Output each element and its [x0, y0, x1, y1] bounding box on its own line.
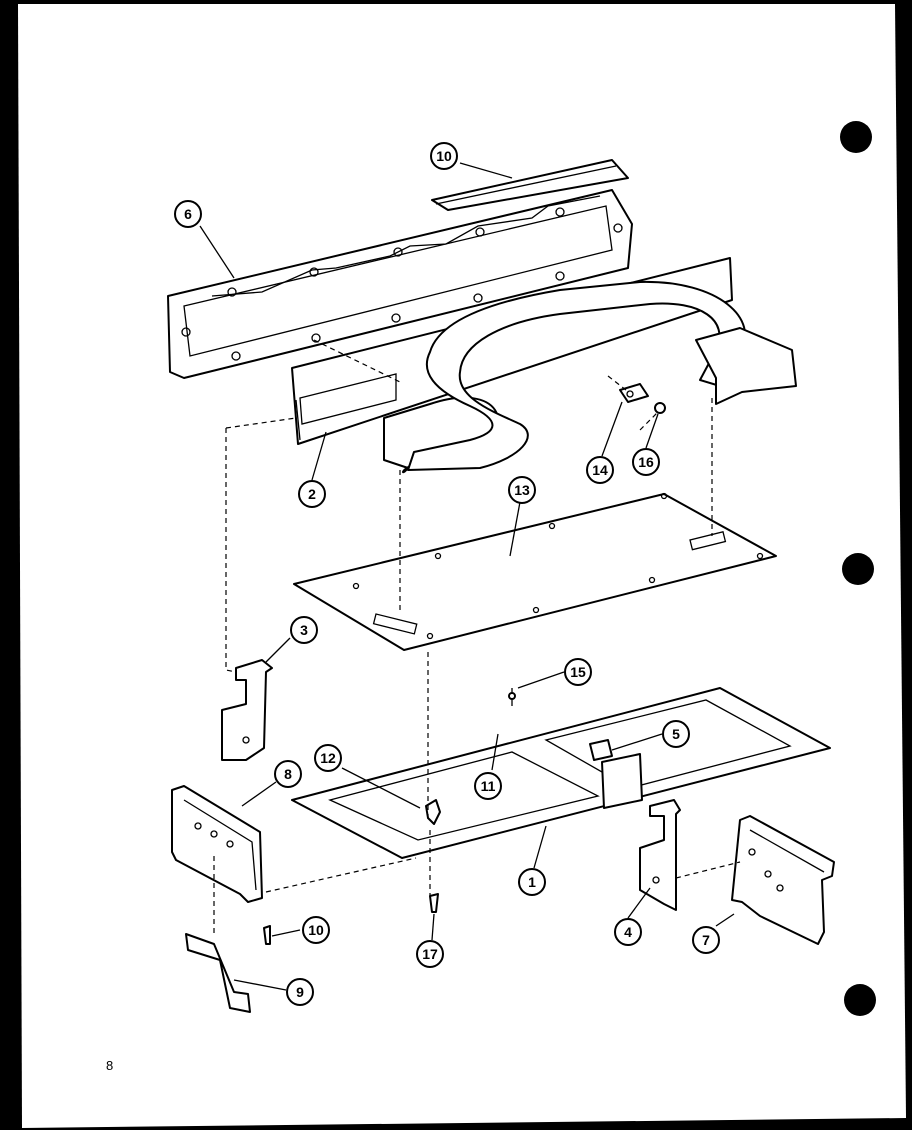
part-14-bracket	[619, 383, 649, 403]
callout-3: 3	[290, 616, 318, 644]
part-17-screw	[429, 893, 439, 913]
svg-text:7: 7	[702, 932, 710, 948]
binder-hole-top	[840, 121, 872, 153]
callout-13: 13	[508, 476, 536, 504]
part-13-control-board	[293, 492, 777, 651]
ribbon-cable	[383, 280, 797, 474]
callout-10-bottom: 10	[302, 916, 330, 944]
svg-text:12: 12	[320, 750, 336, 766]
svg-text:15: 15	[570, 664, 586, 680]
svg-text:3: 3	[300, 622, 308, 638]
svg-text:16: 16	[638, 454, 654, 470]
part-5-clip	[589, 739, 613, 761]
callout-10-top: 10	[430, 142, 458, 170]
part-4-bracket	[639, 799, 681, 911]
leader-lines	[199, 162, 735, 991]
callout-7: 7	[692, 926, 720, 954]
svg-text:8: 8	[284, 766, 292, 782]
callout-2: 2	[298, 480, 326, 508]
part-9-latch	[185, 933, 251, 1013]
svg-text:2: 2	[308, 486, 316, 502]
part-10-lower-pin	[263, 925, 271, 945]
svg-text:9: 9	[296, 984, 304, 1000]
part-3-bracket	[221, 659, 273, 761]
callout-1: 1	[518, 868, 546, 896]
part-8-left-channel	[171, 785, 263, 903]
svg-text:10: 10	[308, 922, 324, 938]
callout-5: 5	[662, 720, 690, 748]
svg-text:5: 5	[672, 726, 680, 742]
callout-12: 12	[314, 744, 342, 772]
svg-text:13: 13	[514, 482, 530, 498]
svg-text:1: 1	[528, 874, 536, 890]
part-15-pin	[508, 688, 516, 706]
callout-16: 16	[632, 448, 660, 476]
page-number: 8	[106, 1058, 113, 1073]
callout-15: 15	[564, 658, 592, 686]
part-7-right-channel	[731, 815, 835, 945]
binder-hole-middle	[842, 553, 874, 585]
svg-text:4: 4	[624, 924, 632, 940]
callout-11: 11	[474, 772, 502, 800]
part-1-base-plate	[291, 687, 831, 859]
callout-9: 9	[286, 978, 314, 1006]
callout-6: 6	[174, 200, 202, 228]
svg-text:6: 6	[184, 206, 192, 222]
svg-text:11: 11	[481, 778, 496, 794]
binder-hole-bottom	[844, 984, 876, 1016]
part-6-bezel-frame	[167, 189, 633, 379]
alignment-lines	[213, 339, 741, 936]
callout-8: 8	[274, 760, 302, 788]
svg-text:17: 17	[422, 946, 438, 962]
callout-14: 14	[586, 456, 614, 484]
part-16-screw	[654, 402, 666, 414]
part-10-trim-strip	[431, 159, 629, 211]
svg-text:10: 10	[436, 148, 452, 164]
callout-17: 17	[416, 940, 444, 968]
svg-text:14: 14	[592, 462, 608, 478]
callout-4: 4	[614, 918, 642, 946]
